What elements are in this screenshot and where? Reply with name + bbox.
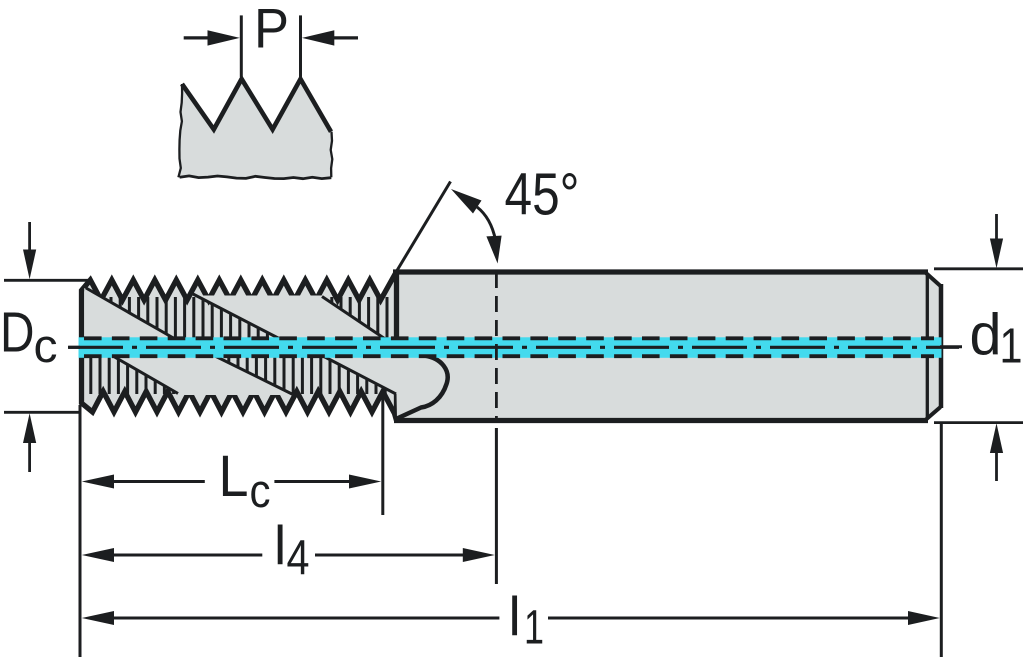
svg-text:L: L	[219, 444, 249, 509]
svg-text:4: 4	[287, 531, 310, 585]
svg-text:c: c	[250, 464, 271, 517]
svg-text:c: c	[34, 319, 58, 372]
svg-text:45°: 45°	[505, 162, 580, 228]
svg-text:d: d	[970, 303, 1002, 368]
svg-text:1: 1	[524, 602, 544, 655]
svg-text:P: P	[254, 0, 289, 60]
svg-text:D: D	[0, 301, 35, 365]
svg-text:1: 1	[1000, 320, 1023, 374]
svg-text:l: l	[274, 514, 286, 576]
svg-text:l: l	[509, 585, 521, 647]
